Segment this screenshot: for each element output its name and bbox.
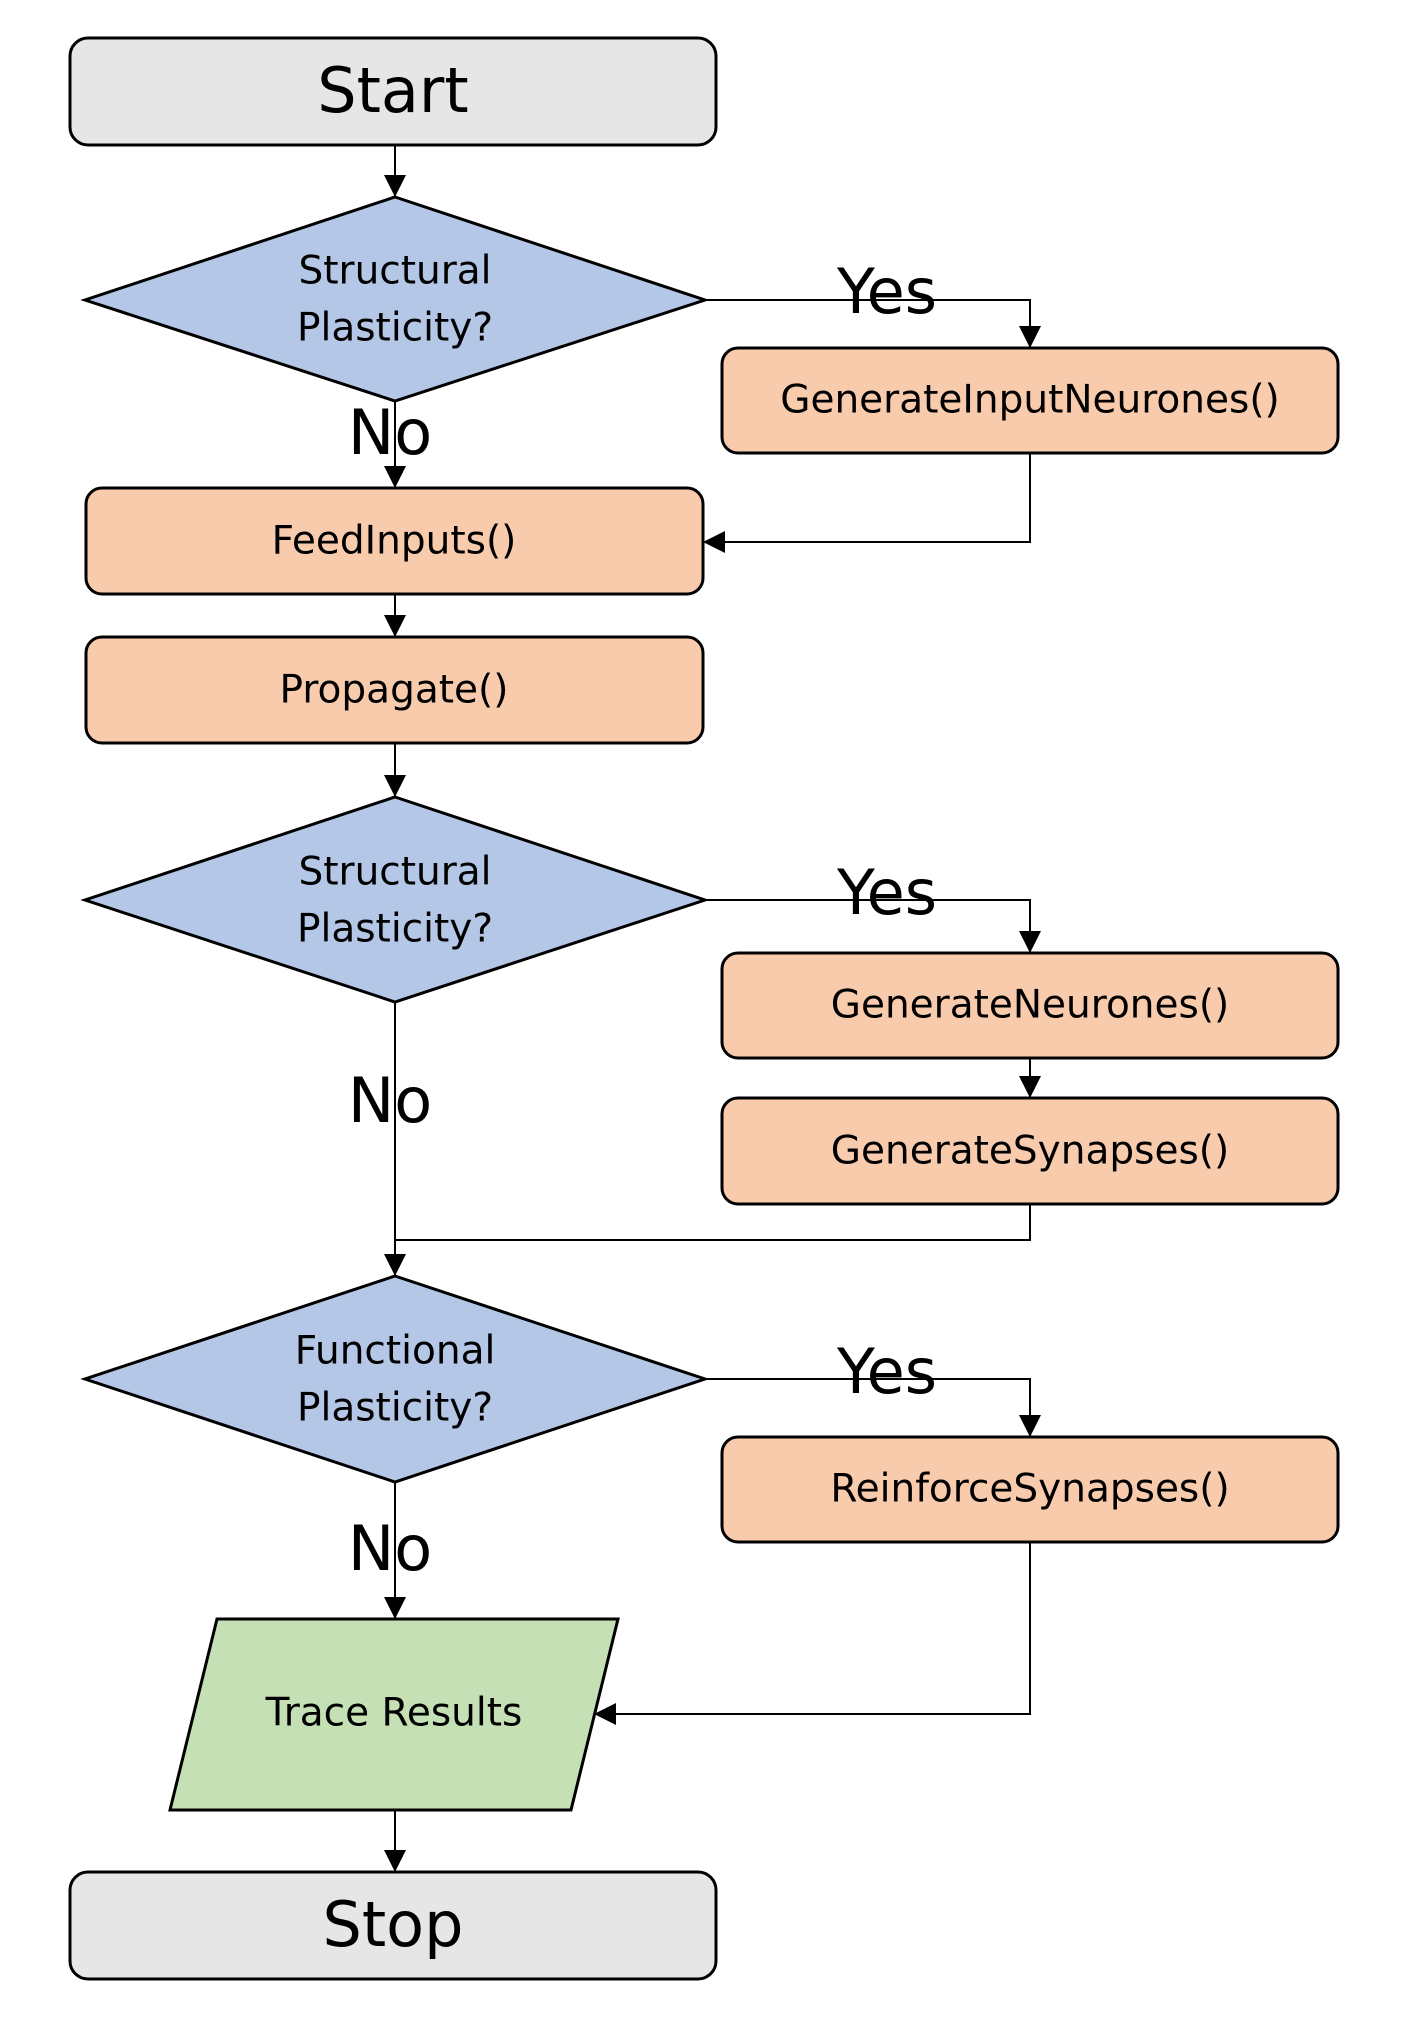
reinforce-synapses-label: ReinforceSynapses() (830, 1467, 1229, 1512)
decision3-label-line1: Functional (295, 1329, 496, 1374)
stop-shape (68, 1870, 718, 1981)
generate-synapses-label: GenerateSynapses() (831, 1129, 1229, 1174)
generate-input-neurones-shape (720, 346, 1340, 455)
reinforce-synapses-node: ReinforceSynapses() (720, 1435, 1340, 1544)
generate-neurones-shape (720, 951, 1340, 1060)
decision1-yes-label: Yes (836, 255, 937, 328)
generate-input-neurones-node: GenerateInputNeurones() (720, 346, 1340, 455)
start-label: Start (317, 54, 468, 127)
edge-gen-input-to-feed (703, 453, 1031, 553)
generate-neurones-label: GenerateNeurones() (831, 983, 1230, 1028)
decision1-node: Structural Plasticity? (80, 195, 710, 403)
start-node: Start (68, 36, 718, 147)
feed-inputs-label: FeedInputs() (272, 519, 517, 564)
trace-results-shape (168, 1617, 620, 1812)
generate-input-neurones-label: GenerateInputNeurones() (780, 378, 1280, 423)
decision2-label-line2: Plasticity? (297, 907, 493, 952)
decision2-node: Structural Plasticity? (80, 795, 710, 1004)
stop-node: Stop (68, 1870, 718, 1981)
decision3-label-line2: Plasticity? (297, 1386, 493, 1431)
decision2-no-label: No (348, 1064, 432, 1137)
decision2-yes-label: Yes (836, 856, 937, 929)
decision3-yes-label: Yes (836, 1335, 937, 1408)
generate-neurones-node: GenerateNeurones() (720, 951, 1340, 1060)
decision1-label-line1: Structural (298, 249, 491, 294)
edge-decision2-yes (705, 899, 1041, 953)
generate-synapses-node: GenerateSynapses() (720, 1096, 1340, 1206)
start-shape (68, 36, 718, 147)
propagate-shape (84, 635, 705, 745)
decision3-no-label: No (348, 1512, 432, 1585)
feed-inputs-shape (84, 486, 705, 596)
trace-results-node: Trace Results (168, 1617, 620, 1812)
reinforce-synapses-shape (720, 1435, 1340, 1544)
edge-gen-synapses-merge (395, 1204, 1031, 1241)
trace-results-label: Trace Results (265, 1691, 523, 1736)
edge-labels: Yes No Yes No Yes No (348, 255, 937, 1585)
generate-synapses-shape (720, 1096, 1340, 1206)
propagate-node: Propagate() (84, 635, 705, 745)
decision1-label-line2: Plasticity? (297, 306, 493, 351)
edge-decision1-yes (705, 299, 1041, 348)
decision3-node: Functional Plasticity? (80, 1274, 710, 1484)
propagate-label: Propagate() (280, 668, 509, 713)
feed-inputs-node: FeedInputs() (84, 486, 705, 596)
stop-label: Stop (323, 1888, 464, 1961)
connectors (384, 145, 1041, 1872)
edge-decision3-yes (705, 1378, 1041, 1437)
decision1-shape (80, 195, 710, 403)
edge-reinforce-to-trace (594, 1542, 1031, 1725)
decision2-label-line1: Structural (298, 850, 491, 895)
decision3-shape (80, 1274, 710, 1484)
decision1-no-label: No (348, 396, 432, 469)
decision2-shape (80, 795, 710, 1004)
